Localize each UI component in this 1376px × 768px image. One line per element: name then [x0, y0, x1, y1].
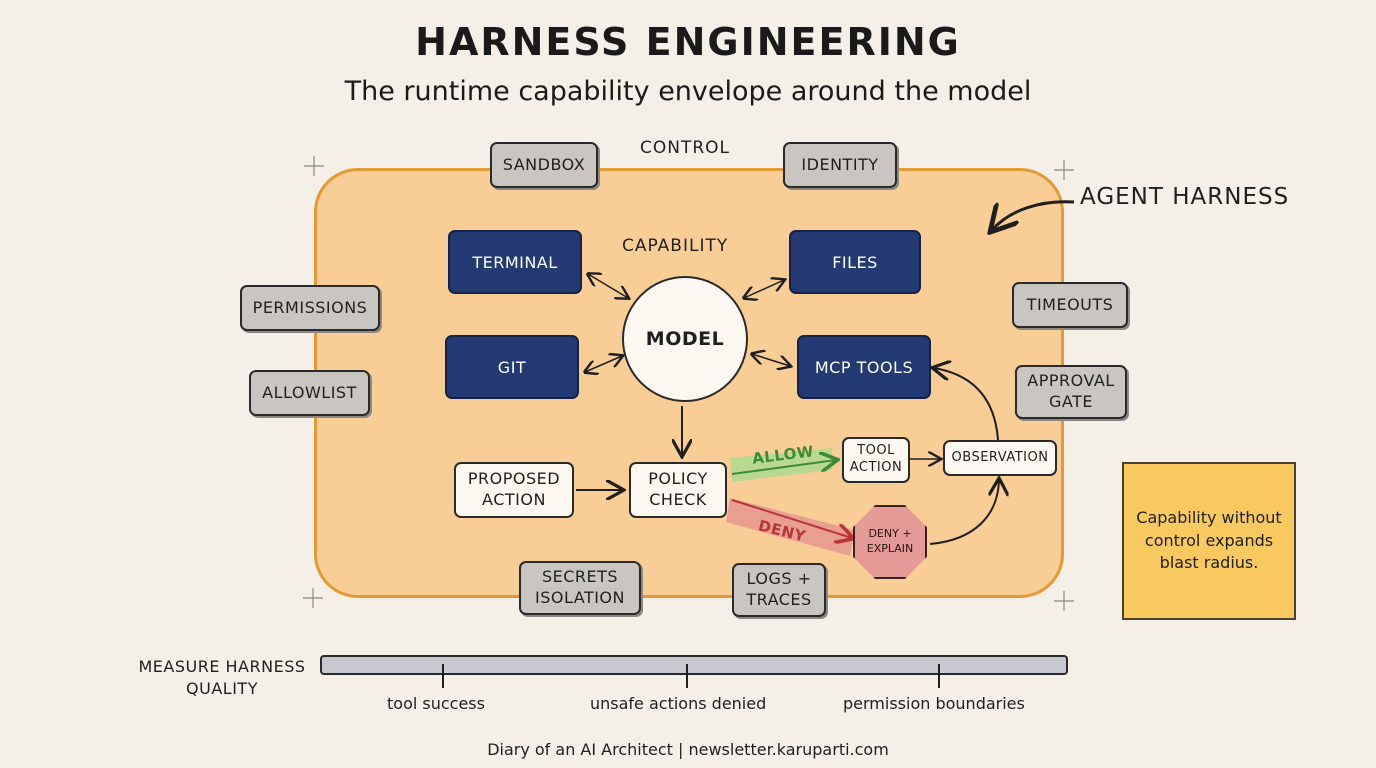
metric-tool-success: tool success	[387, 694, 485, 713]
footer-credit: Diary of an AI Architect | newsletter.ka…	[487, 740, 889, 759]
allowlist-box: ALLOWLIST	[249, 370, 370, 416]
deny-highlight	[726, 498, 854, 556]
measure-tick	[442, 664, 444, 688]
measure-label: MEASURE HARNESS QUALITY	[138, 657, 306, 699]
terminal-model-arrow	[588, 274, 628, 298]
git-box: GIT	[445, 335, 579, 399]
measure-tick	[686, 664, 688, 688]
mcp-model-arrow	[752, 354, 790, 366]
metric-unsafe-actions-denied: unsafe actions denied	[590, 694, 767, 713]
mcp-tools-box: MCP TOOLS	[797, 335, 931, 399]
sandbox-box: SANDBOX	[490, 142, 598, 188]
measure-tick	[938, 664, 940, 688]
logs-traces-box: LOGS + TRACES	[732, 563, 826, 617]
files-box: FILES	[789, 230, 921, 294]
secrets-isolation-box: SECRETS ISOLATION	[519, 561, 641, 615]
model-circle: MODEL	[622, 276, 748, 402]
git-model-arrow	[585, 356, 622, 372]
approval-gate-box: APPROVAL GATE	[1015, 365, 1127, 419]
observation-mcp-arrow	[934, 368, 999, 441]
timeouts-box: TIMEOUTS	[1012, 282, 1128, 328]
observation-box: OBSERVATION	[943, 440, 1057, 476]
measure-bar	[320, 655, 1068, 675]
page-title: HARNESS ENGINEERING	[415, 20, 961, 64]
proposed-action-box: PROPOSED ACTION	[454, 462, 574, 518]
identity-box: IDENTITY	[783, 142, 897, 188]
sticky-note: Capability without control expands blast…	[1122, 462, 1296, 620]
tool-action-box: TOOL ACTION	[842, 437, 910, 483]
agent-harness-label: AGENT HARNESS	[1080, 184, 1290, 210]
page-subtitle: The runtime capability envelope around t…	[344, 76, 1032, 107]
deny-arrow	[731, 499, 852, 538]
terminal-box: TERMINAL	[448, 230, 582, 294]
allow-highlight	[730, 448, 832, 482]
permissions-box: PERMISSIONS	[240, 285, 380, 331]
files-model-arrow	[744, 280, 784, 298]
deny-explain-stop: DENY + EXPLAIN	[853, 505, 927, 579]
deny-observation-arrow	[929, 480, 999, 545]
allow-arrow	[731, 460, 836, 475]
metric-permission-boundaries: permission boundaries	[843, 694, 1025, 713]
control-label: CONTROL	[640, 138, 731, 158]
capability-label: CAPABILITY	[622, 236, 729, 256]
policy-check-box: POLICY CHECK	[629, 462, 727, 518]
agent-harness-pointer	[992, 200, 1075, 230]
